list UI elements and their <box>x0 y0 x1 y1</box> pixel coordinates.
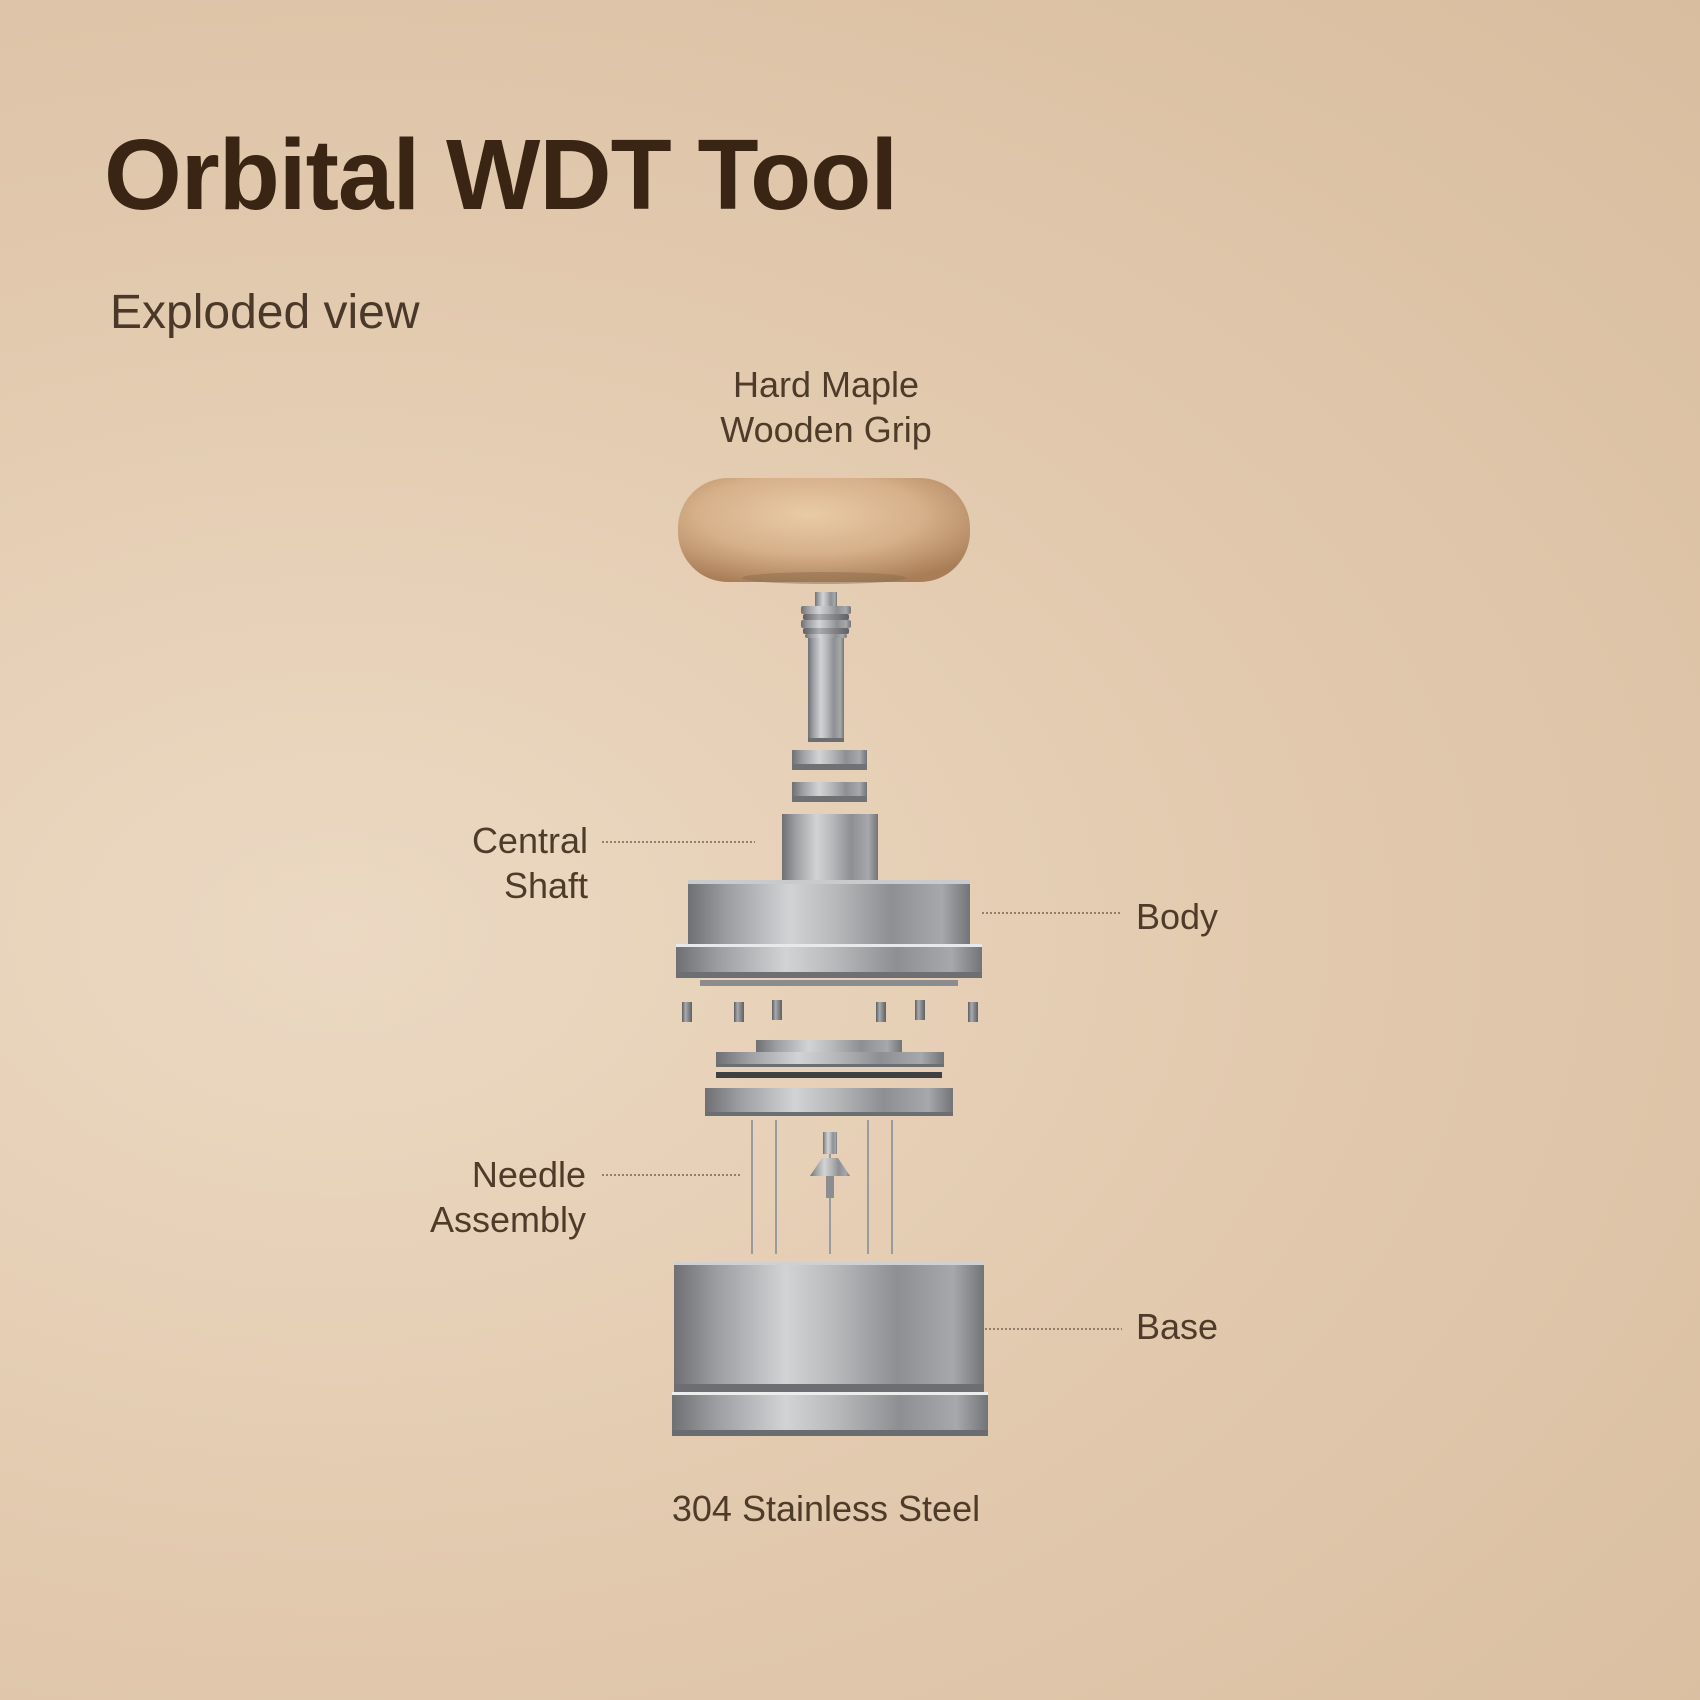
spacer-rings <box>792 750 867 802</box>
label-body-text: Body <box>1136 896 1219 937</box>
gear-plate <box>716 1040 944 1078</box>
label-wooden-grip-line1: Hard Maple <box>732 364 920 405</box>
label-material: 304 Stainless Steel <box>576 1486 1076 1531</box>
label-needle-assembly-line1: Needle <box>471 1154 586 1195</box>
body-housing <box>676 814 982 986</box>
needle-plate <box>705 1088 953 1116</box>
label-central-shaft: Central Shaft <box>300 818 588 908</box>
label-wooden-grip: Hard Maple Wooden Grip <box>626 362 1026 452</box>
page-subtitle: Exploded view <box>110 286 420 339</box>
center-screw <box>810 1132 850 1198</box>
label-needle-assembly: Needle Assembly <box>300 1152 586 1242</box>
label-body: Body <box>1136 894 1218 939</box>
label-needle-assembly-line2: Assembly <box>429 1199 586 1240</box>
leader-lines <box>602 841 1122 1330</box>
small-pins <box>682 1000 978 1022</box>
base-housing <box>672 1262 988 1436</box>
needles <box>751 1120 893 1254</box>
label-base: Base <box>1136 1304 1218 1349</box>
label-base-text: Base <box>1136 1306 1219 1347</box>
label-central-shaft-line1: Central <box>471 820 588 861</box>
label-material-text: 304 Stainless Steel <box>671 1488 981 1529</box>
label-wooden-grip-line2: Wooden Grip <box>720 409 932 450</box>
label-central-shaft-line2: Shaft <box>503 865 588 906</box>
wooden-grip <box>678 478 970 584</box>
central-shaft <box>801 592 851 742</box>
page-title: Orbital WDT Tool <box>104 119 898 231</box>
